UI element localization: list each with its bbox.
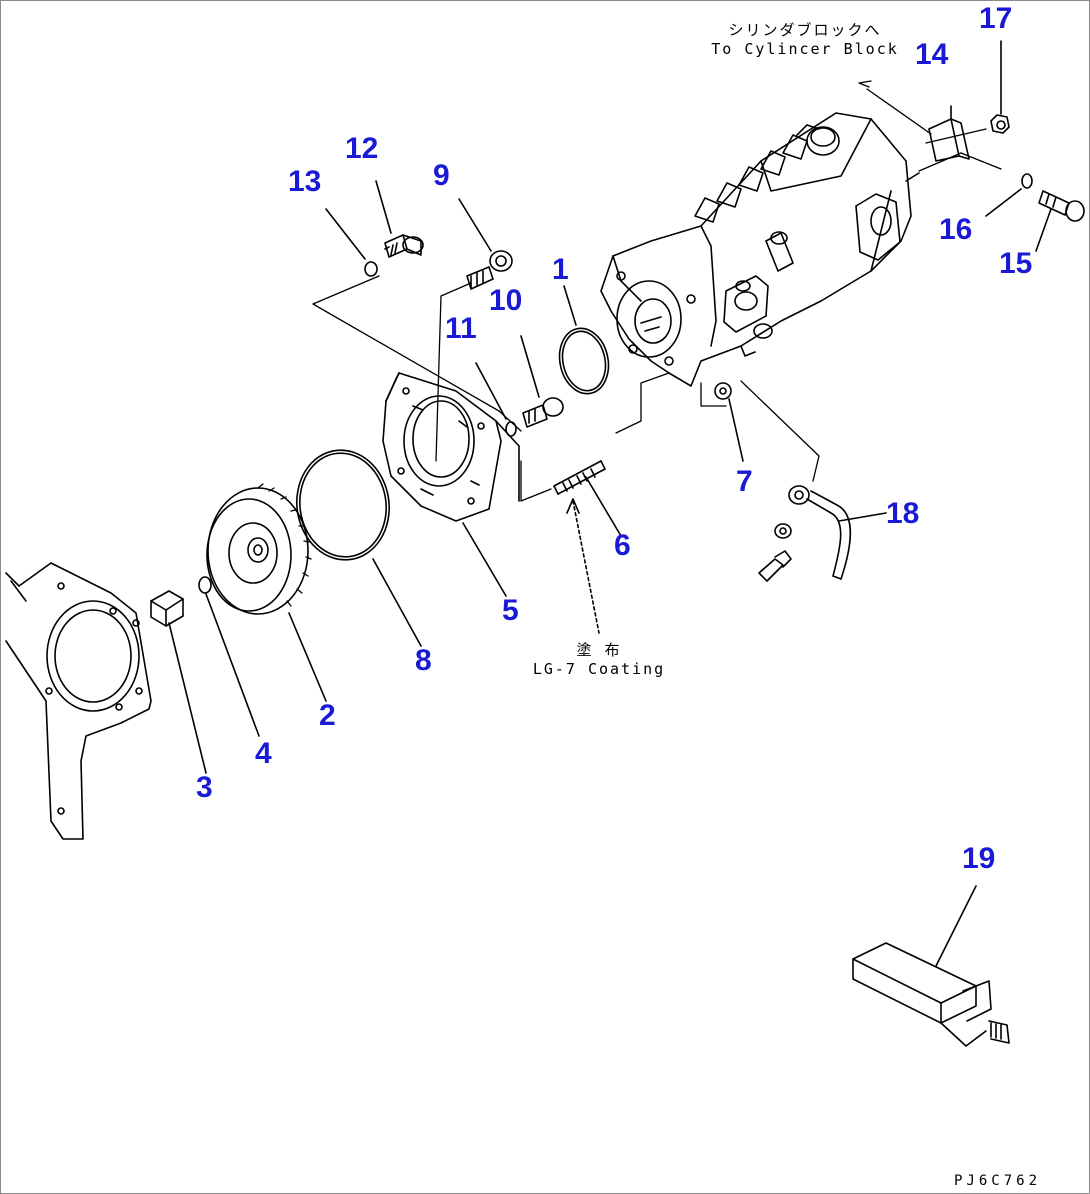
callout-15[interactable]: 15 <box>999 247 1033 280</box>
o-ring-part-8 <box>296 449 422 647</box>
bolt-part-10 <box>520 335 564 428</box>
drawing-code: PJ6C762 <box>954 1173 1042 1189</box>
note-lg7-coating-en: LG-7 Coating <box>532 659 666 678</box>
bolt-part-15 <box>1035 190 1085 252</box>
callout-9[interactable]: 9 <box>433 159 450 192</box>
callout-18[interactable]: 18 <box>886 497 920 530</box>
callout-11[interactable]: 11 <box>445 312 477 345</box>
injection-pump-assembly <box>600 112 920 387</box>
bolt-part-12 <box>375 180 424 258</box>
note-lg7-coating-jp: 塗 布 <box>576 641 622 659</box>
note-to-cylinder-block: シリンダブロックへ To Cylincer Block <box>695 21 915 59</box>
washer-part-11 <box>475 362 517 437</box>
bracket-part-14 <box>928 105 970 162</box>
callout-17[interactable]: 17 <box>979 2 1013 35</box>
key-part-3 <box>150 590 207 774</box>
drive-gear-part-2 <box>206 483 327 702</box>
pump-bracket-part-5 <box>382 372 520 597</box>
callout-2[interactable]: 2 <box>319 699 336 732</box>
callout-8[interactable]: 8 <box>415 644 432 677</box>
washer-part-13 <box>325 208 378 277</box>
callout-6[interactable]: 6 <box>614 529 631 562</box>
callout-1[interactable]: 1 <box>552 253 569 286</box>
tool-part-19 <box>852 885 1010 1047</box>
callout-5[interactable]: 5 <box>502 594 519 627</box>
callout-16[interactable]: 16 <box>939 213 973 246</box>
callout-12[interactable]: 12 <box>345 132 379 165</box>
note-to-cylinder-block-jp: シリンダブロックへ <box>728 21 882 39</box>
callout-10[interactable]: 10 <box>489 284 523 317</box>
note-lg7-coating: 塗 布 LG-7 Coating <box>519 641 679 679</box>
callout-13[interactable]: 13 <box>288 165 322 198</box>
callout-3[interactable]: 3 <box>196 771 213 804</box>
callout-19[interactable]: 19 <box>962 842 996 875</box>
callout-7[interactable]: 7 <box>736 465 753 498</box>
stud-part-6 <box>553 460 622 634</box>
o-ring-part-1 <box>558 285 610 395</box>
fuel-pipe-part-18 <box>758 485 887 582</box>
nut-part-17 <box>990 40 1010 134</box>
bolt-part-9 <box>458 198 513 290</box>
assembly-lines <box>312 80 1002 502</box>
callout-14[interactable]: 14 <box>915 38 949 71</box>
washer-part-4 <box>198 576 260 737</box>
note-to-cylinder-block-en: To Cylincer Block <box>711 39 899 58</box>
front-plate <box>5 562 152 840</box>
callout-4[interactable]: 4 <box>255 737 272 770</box>
washer-part-16 <box>985 173 1033 217</box>
washer-part-7 <box>714 382 744 462</box>
